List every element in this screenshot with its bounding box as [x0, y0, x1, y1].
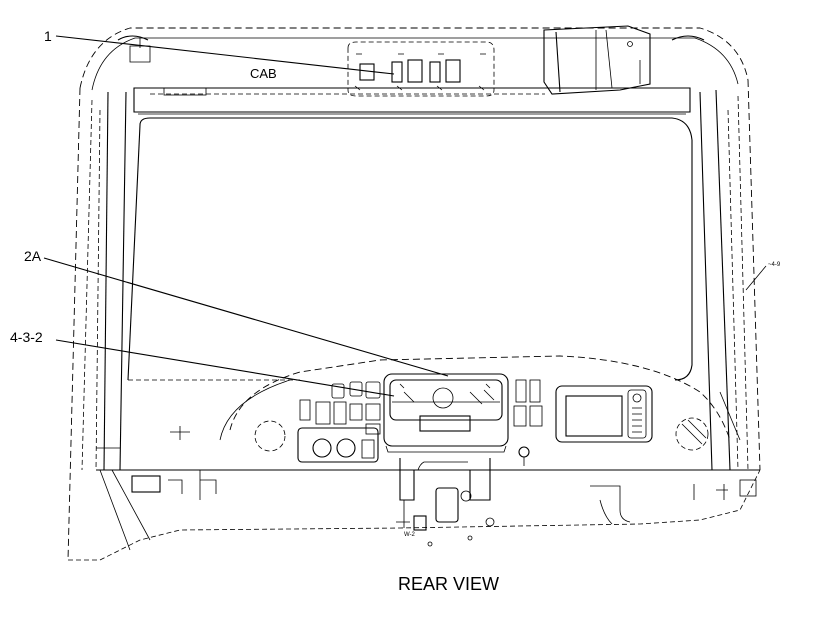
- leader-callout-432: [55, 339, 395, 397]
- cab-shell: [67, 27, 761, 561]
- instrument-cluster: [383, 373, 509, 453]
- ref-right-label: ~4-9: [768, 262, 781, 268]
- callout-1-label: 1: [44, 28, 52, 44]
- leader-callout-2a: [43, 257, 449, 377]
- leader-callout-1: [55, 35, 395, 75]
- window-opening: [127, 117, 693, 381]
- leader-ref-right: [745, 265, 767, 291]
- overhead-switch-panel: [347, 41, 495, 97]
- callout-432-label: 4-3-2: [10, 329, 43, 345]
- dashboard-console: [128, 355, 741, 452]
- cab-label: CAB: [250, 66, 277, 81]
- right-switch-bank: [513, 379, 653, 466]
- left-switch-bank: [297, 381, 381, 463]
- overhead-device-block: [543, 25, 651, 95]
- leader-lines: [43, 35, 767, 397]
- ref-bottom-label: W-2: [404, 532, 415, 538]
- callout-2a-label: 2A: [24, 248, 42, 264]
- lower-cab-body: [68, 426, 761, 561]
- view-title: REAR VIEW: [398, 574, 500, 594]
